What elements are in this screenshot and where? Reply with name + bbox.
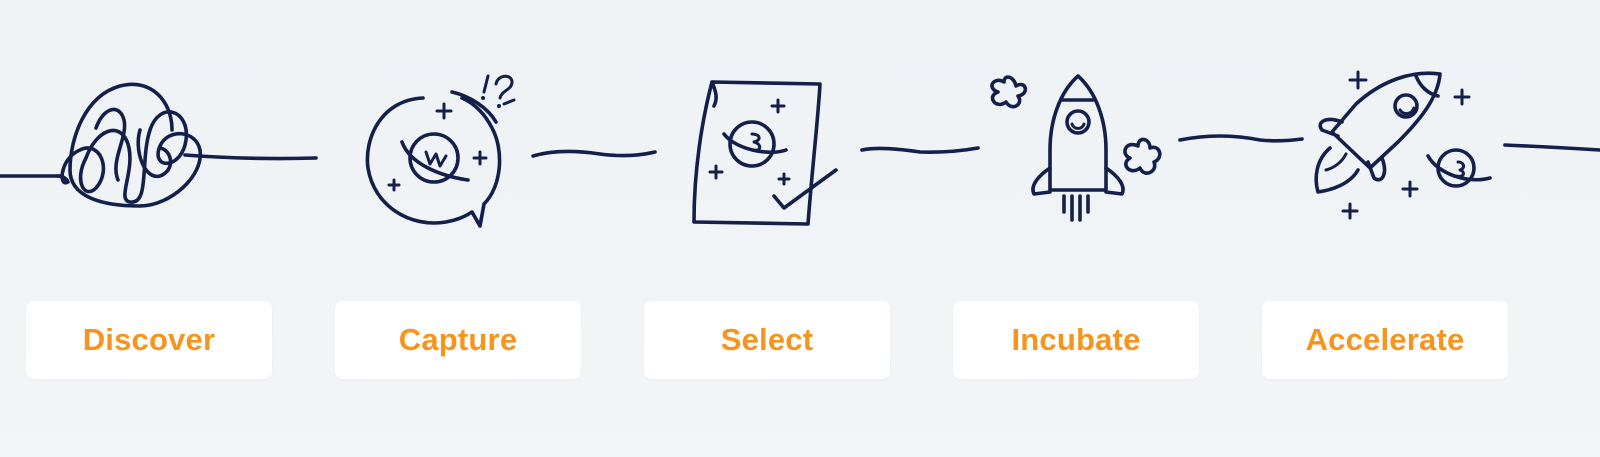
stage-card-select[interactable]: Select [644, 301, 890, 379]
stage-label-incubate: Incubate [1011, 322, 1141, 357]
stage-label-discover: Discover [82, 322, 216, 357]
stage-label-accelerate: Accelerate [1305, 322, 1465, 357]
connector-line [860, 146, 980, 154]
speech-bubble-planet-icon [365, 74, 516, 228]
stage-card-discover[interactable]: Discover [26, 301, 272, 379]
stage-card-accelerate[interactable]: Accelerate [1262, 301, 1508, 379]
rocket-in-flight-icon [1314, 70, 1492, 220]
connector-line [1178, 134, 1304, 143]
process-illustration [0, 70, 1600, 228]
stage-card-incubate[interactable]: Incubate [953, 301, 1199, 379]
stage-label-select: Select [720, 322, 814, 357]
rocket-on-launchpad-icon [990, 74, 1162, 222]
stage-card-capture[interactable]: Capture [335, 301, 581, 379]
connector-line [531, 149, 657, 158]
connector-line [1503, 143, 1600, 152]
document-planet-checkmark-icon [692, 80, 838, 226]
stage-label-capture: Capture [398, 322, 518, 357]
tangled-scribble-icon [56, 82, 202, 208]
